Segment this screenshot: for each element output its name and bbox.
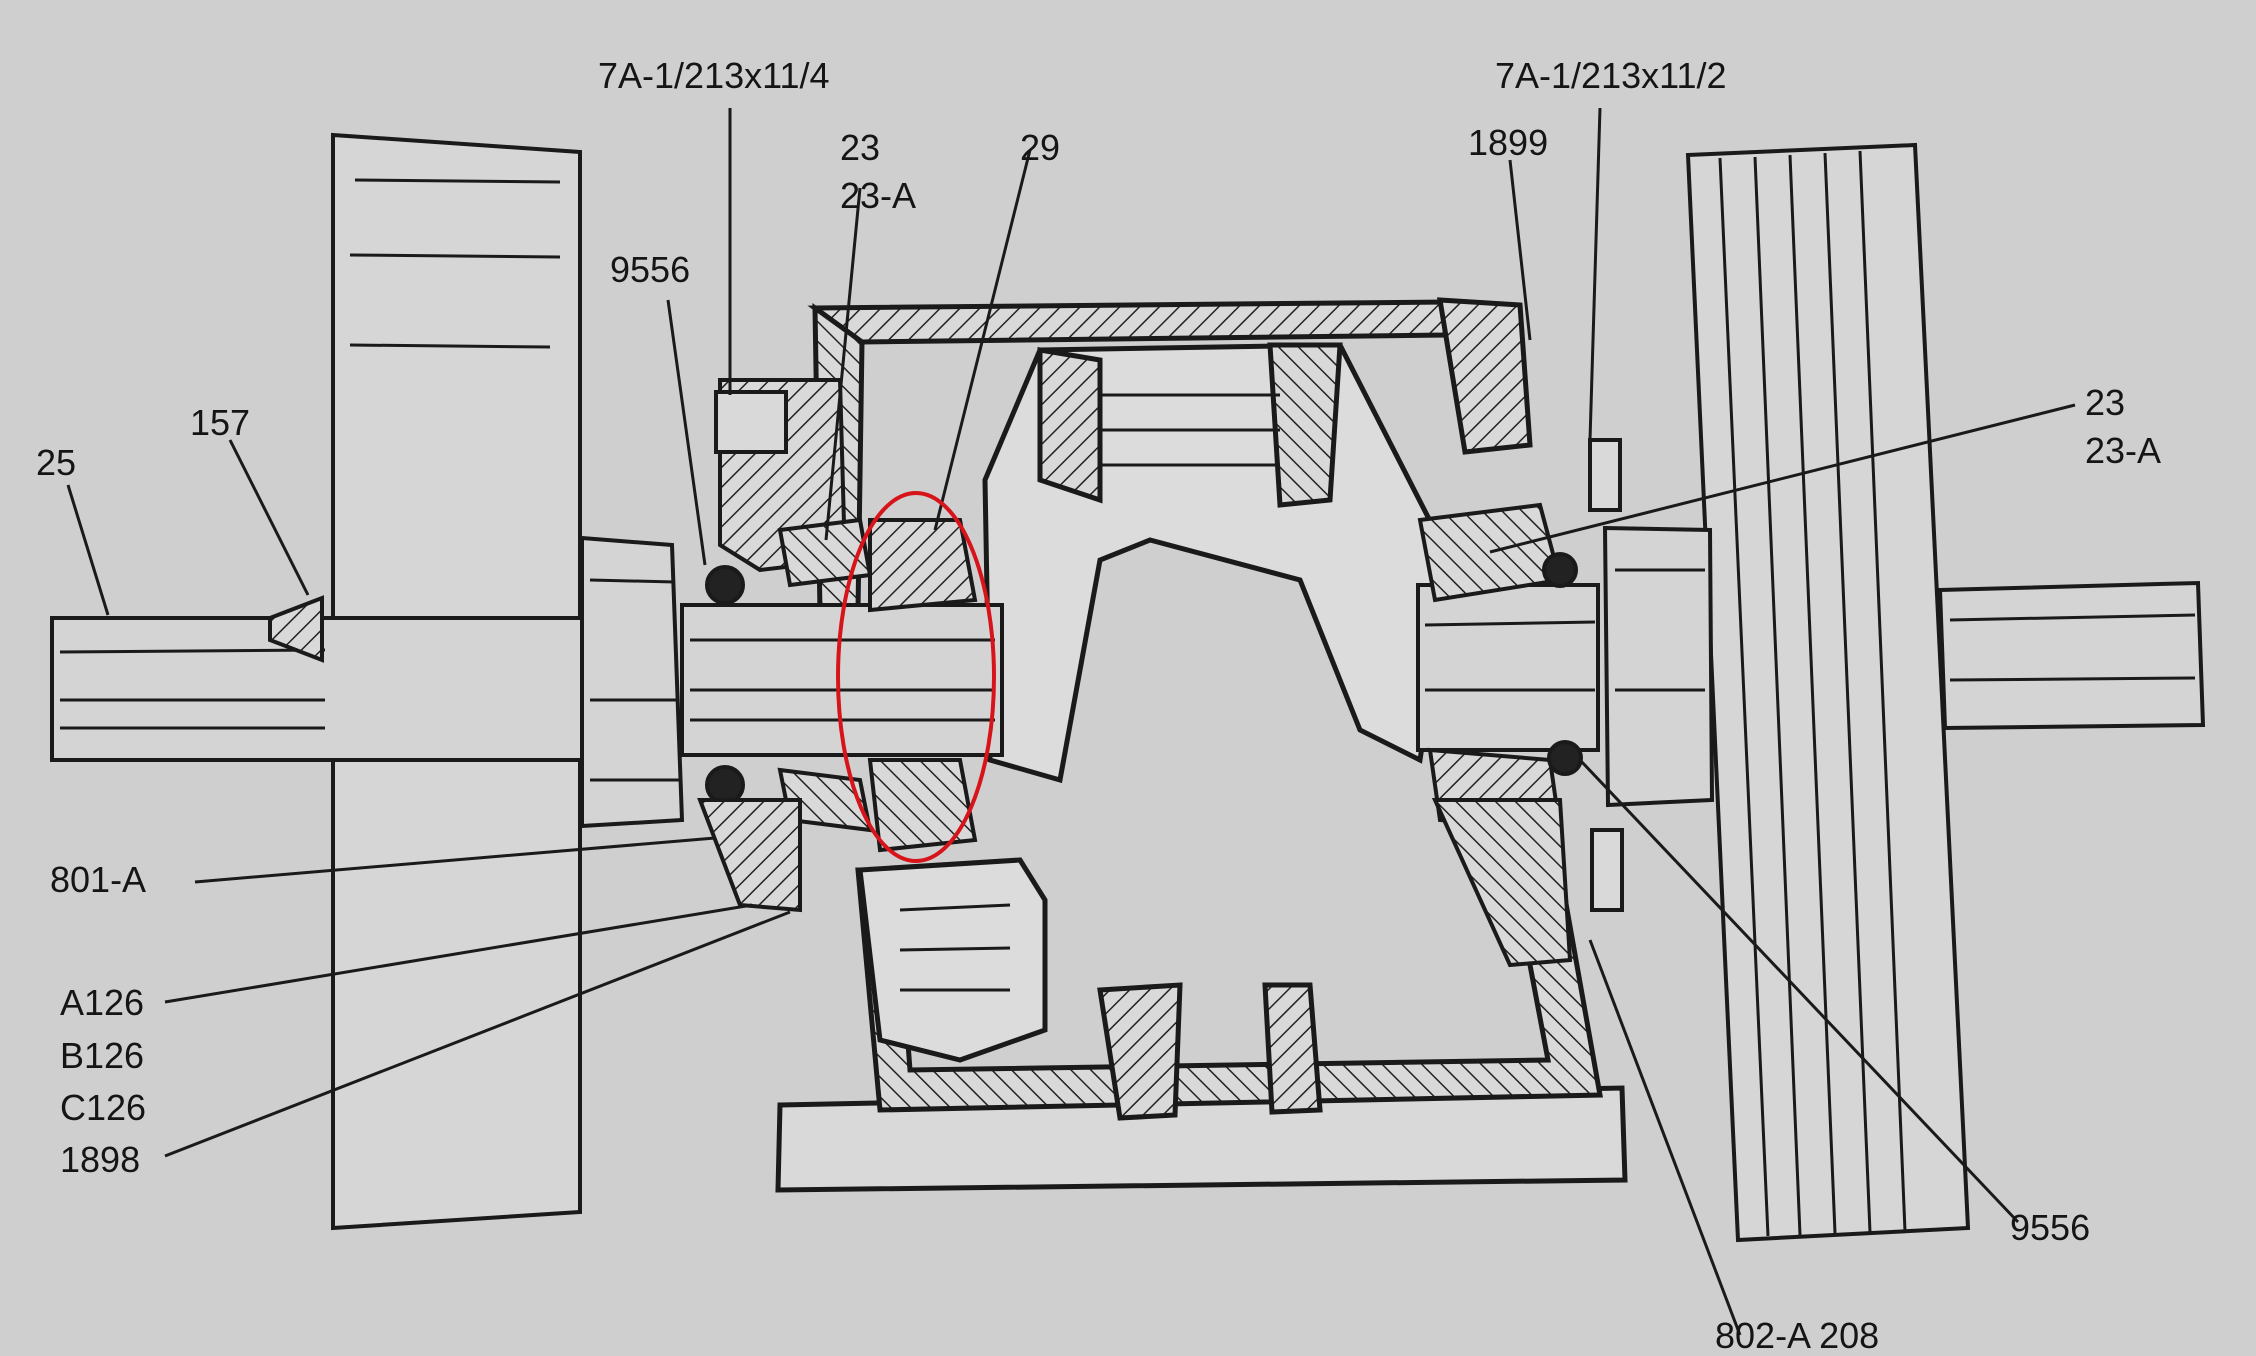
right-hub xyxy=(1602,525,1715,808)
label-right-bearing-a: 23 xyxy=(2085,382,2126,423)
label-gear: 29 xyxy=(1020,127,1061,168)
label-right-seal: 9556 xyxy=(2010,1207,2091,1248)
label-shims-c: C126 xyxy=(60,1087,147,1128)
leader-lines xyxy=(66,107,2076,1336)
label-right-retainer: 802-A 208 xyxy=(1715,1315,1880,1356)
right-wheel xyxy=(1685,142,1971,1243)
highlight-ellipse xyxy=(836,491,996,863)
label-left-bearing-a: 23 xyxy=(840,127,881,168)
crown-gear xyxy=(857,342,1453,1063)
label-left-bearing-b: 23-A xyxy=(840,175,917,216)
cross-shaft xyxy=(680,583,1600,757)
label-left-cone: 1898 xyxy=(60,1139,141,1180)
right-bearing-group xyxy=(1417,438,1624,968)
label-shaft: 25 xyxy=(36,442,77,483)
left-shaft xyxy=(50,595,664,762)
label-right-bearing-b: 23-A xyxy=(2085,430,2162,471)
label-shims-a: A126 xyxy=(60,982,145,1023)
label-left-seal: 9556 xyxy=(610,249,691,290)
left-bearing-group xyxy=(697,378,873,913)
right-shaft xyxy=(1937,580,2206,731)
label-left-retainer: 801-A xyxy=(50,859,147,900)
label-shims-b: B126 xyxy=(60,1035,145,1076)
left-hub xyxy=(580,535,685,829)
label-right-cone: 1899 xyxy=(1468,122,1549,163)
label-top-left-bolt: 7A-1/213x11/4 xyxy=(598,55,830,96)
pinion-gear xyxy=(867,518,978,853)
label-key: 157 xyxy=(190,402,251,443)
label-top-right-bolt: 7A-1/213x11/2 xyxy=(1495,55,1727,96)
